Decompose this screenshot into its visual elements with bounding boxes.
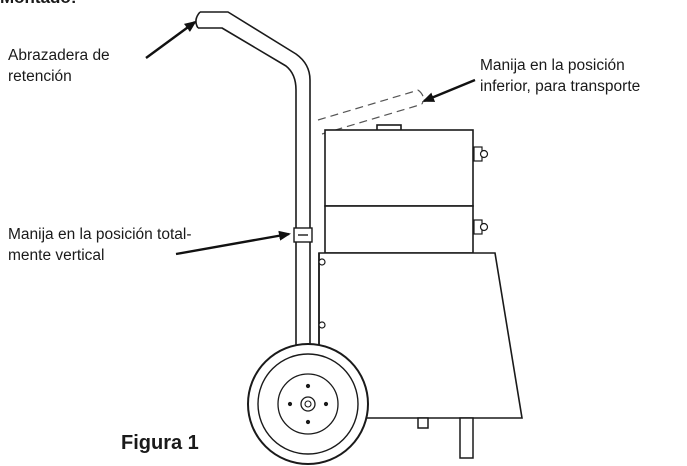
label-lower-handle-line-2: inferior, para transporte: [480, 78, 641, 95]
label-vertical-handle: Manija en la posición total- mente verti…: [8, 224, 192, 266]
truncated-header-text: Montado:: [0, 0, 76, 8]
side-fasteners: [318, 146, 489, 329]
cart-handle-upright: [195, 11, 311, 425]
arrow-lower-handle: [422, 78, 476, 103]
label-vertical-handle-line-2: mente vertical: [8, 247, 105, 264]
arrow-vertical-handle: [175, 230, 291, 256]
middle-case: [324, 205, 474, 254]
handle-post-bracket: [293, 227, 313, 243]
label-clamp-line-2: retención: [8, 68, 72, 85]
label-clamp-line-1: Abrazadera de: [8, 47, 110, 64]
label-vertical-handle-line-1: Manija en la posición total-: [8, 226, 192, 243]
figure-caption: Figura 1: [121, 432, 199, 454]
label-clamp: Abrazadera de retención: [8, 45, 110, 87]
rear-foot: [417, 417, 474, 459]
wheel: [247, 343, 369, 465]
machine-body: [318, 124, 523, 419]
label-lower-handle-line-1: Manija en la posición: [480, 57, 625, 74]
leader-arrows: [145, 20, 476, 256]
cart-handle-lower-dashed: [317, 89, 424, 135]
upper-case: [324, 129, 474, 207]
label-lower-handle: Manija en la posición inferior, para tra…: [480, 55, 640, 97]
arrow-clamp: [145, 20, 197, 59]
